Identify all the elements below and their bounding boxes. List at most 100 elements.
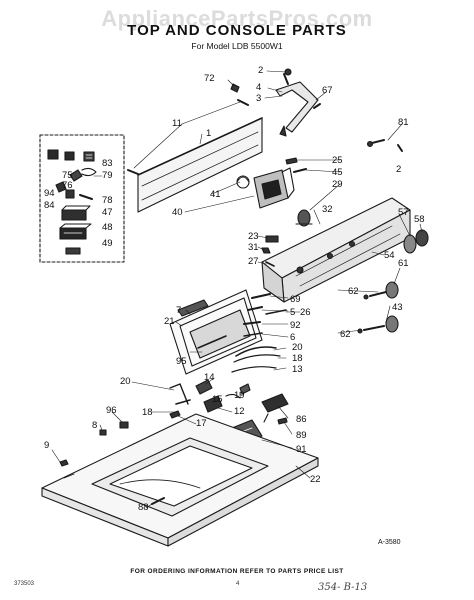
callout-label: 79 <box>102 170 113 181</box>
callout-label: 94 <box>44 188 55 199</box>
callout-label: 18 <box>142 407 153 418</box>
callout-label: 54 <box>384 250 395 261</box>
knob-62-lower <box>357 315 399 334</box>
part-6 <box>243 332 263 337</box>
callout-label: 1 <box>206 128 211 139</box>
callout-label: 29 <box>332 179 343 190</box>
screw-81 <box>371 139 385 144</box>
callout-label: 89 <box>296 430 307 441</box>
callout-label: 49 <box>102 238 113 249</box>
callout-label: 7 <box>176 305 181 316</box>
callout-label: 43 <box>392 302 403 313</box>
callout-label: 72 <box>204 73 215 84</box>
screw-88 <box>151 497 165 505</box>
callout-label: 20 <box>292 342 303 353</box>
console-back-panel <box>137 117 263 213</box>
callout-label: 47 <box>102 207 113 218</box>
callout-label: 2 <box>396 164 401 175</box>
callout-label: 57 <box>398 207 409 218</box>
control-console <box>261 197 411 303</box>
screw-2-right <box>397 144 403 152</box>
callout-label: 96 <box>106 405 117 416</box>
callout-label: 9 <box>44 440 49 451</box>
switch-23 <box>265 235 279 243</box>
callout-label: 92 <box>290 320 301 331</box>
callout-label: 21 <box>164 316 175 327</box>
figure-code: A-3580 <box>378 539 401 546</box>
callout-label: 12 <box>234 406 245 417</box>
callout-label: 4 <box>256 82 261 93</box>
callout-label: 84 <box>44 200 55 211</box>
page-title: TOP AND CONSOLE PARTS <box>127 22 347 39</box>
part-89 <box>277 417 288 425</box>
callout-label: 32 <box>322 204 333 215</box>
callout-label: 76 <box>62 180 73 191</box>
callout-label: 69 <box>290 294 301 305</box>
callout-label: 18 <box>292 353 303 364</box>
washer-top-panel <box>41 413 319 547</box>
callout-label: 6 <box>290 332 295 343</box>
part-27 <box>265 261 275 267</box>
leader-lines <box>51 70 423 509</box>
switch-86 <box>261 393 289 423</box>
callout-label: 75 <box>62 170 73 181</box>
page-number: 4 <box>236 581 240 587</box>
model-subtitle: For Model LDB 5500W1 <box>191 41 283 51</box>
callout-label: 58 <box>414 214 425 225</box>
handwritten-note: 354- B-13 <box>318 582 368 593</box>
screw-11-right <box>237 99 249 106</box>
part-92 <box>243 321 261 325</box>
switch-29 <box>295 209 313 227</box>
callout-label: 48 <box>102 222 113 233</box>
callout-label: 81 <box>398 117 409 128</box>
callout-label: 61 <box>398 258 409 269</box>
callout-label: 78 <box>102 195 113 206</box>
hinge-20 <box>235 346 277 357</box>
callout-label: 95 <box>176 356 187 367</box>
callout-labels: 1 2 4 3 67 72 11 81 25 45 2 29 83 79 75 … <box>44 65 425 513</box>
pin-69 <box>251 293 271 299</box>
knob-58 <box>415 229 429 247</box>
pin-5 <box>247 306 263 311</box>
callout-label: 20 <box>120 376 131 387</box>
callout-label: 31 <box>248 242 259 253</box>
callout-label: 27 <box>248 256 259 267</box>
part-9 <box>59 459 69 467</box>
callout-label: 13 <box>292 364 303 375</box>
callout-label: 62 <box>340 329 351 340</box>
hinge-18 <box>233 354 281 363</box>
switch-31 <box>261 247 271 254</box>
screw-11-left <box>127 169 139 175</box>
document-code: 373503 <box>14 581 35 587</box>
hinge-13 <box>231 366 277 373</box>
callout-label: 5 <box>290 307 295 318</box>
hinge-bracket <box>275 68 321 137</box>
ordering-note: FOR ORDERING INFORMATION REFER TO PARTS … <box>130 568 344 575</box>
washer-lid <box>169 289 263 375</box>
watermark: AppliancePartsPros.com <box>101 6 373 31</box>
knob-57 <box>403 234 417 254</box>
callout-label: 3 <box>256 93 261 104</box>
callout-label: 67 <box>322 85 333 96</box>
callout-label: 26 <box>300 307 311 318</box>
callout-label: 17 <box>196 418 207 429</box>
part-96 <box>119 421 129 429</box>
callout-label: 40 <box>172 207 183 218</box>
callout-label: 22 <box>310 474 321 485</box>
callout-label: 11 <box>172 118 182 129</box>
timer-assembly <box>236 167 295 209</box>
callout-label: 2 <box>258 65 263 76</box>
callout-label: 91 <box>296 444 307 455</box>
callout-label: 23 <box>248 231 259 242</box>
knob-62-upper <box>363 281 399 300</box>
callout-label: 25 <box>332 155 343 166</box>
callout-label: 41 <box>210 189 221 200</box>
callout-label: 14 <box>204 372 215 383</box>
callout-label: 45 <box>332 167 343 178</box>
part-8 <box>99 429 107 436</box>
callout-label: 86 <box>296 414 307 425</box>
clip-72 <box>230 83 240 93</box>
callout-label: 15 <box>212 394 223 405</box>
